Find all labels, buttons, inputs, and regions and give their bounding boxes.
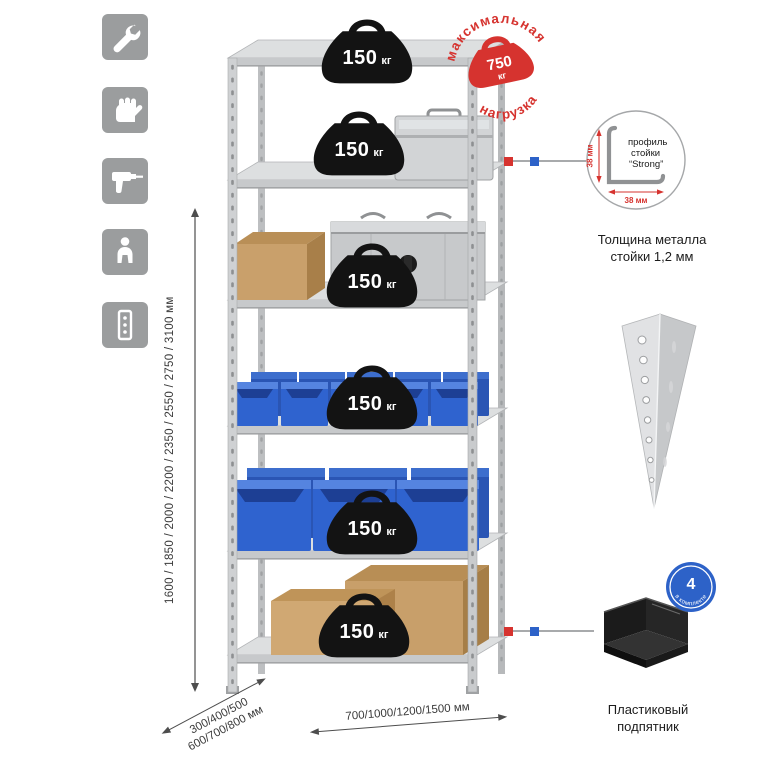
load-unit: кг	[381, 55, 392, 67]
marker-red-top	[504, 157, 513, 166]
badge-value: 4	[687, 576, 696, 593]
feature-tile-wrench	[102, 14, 148, 60]
width-dimension-label: 700/1000/1200/1500 мм	[307, 698, 508, 737]
load-unit: кг	[386, 279, 397, 291]
quantity-badge: 4 в комплекте	[666, 562, 716, 612]
profile-callout: 38 мм 38 мм профиль стойки “Strong”	[586, 110, 686, 210]
thickness-caption: Толщина металла стойки 1,2 мм	[566, 232, 738, 266]
callout-line-top	[512, 160, 586, 162]
stamp-kettlebell-icon	[468, 36, 534, 89]
load-unit: кг	[378, 629, 389, 641]
foot-caption-line1: Пластиковый	[607, 702, 689, 717]
profile-dim-horizontal: 38 мм	[625, 196, 648, 205]
profile-dimension-lines	[596, 129, 664, 195]
load-value: 150	[342, 47, 378, 69]
person-icon	[117, 237, 133, 263]
wrench-icon	[113, 24, 141, 53]
post-holes	[637, 335, 655, 483]
foot-caption-line2: подпятник	[617, 718, 679, 734]
plastic-foot-image	[603, 597, 689, 668]
load-value: 150	[347, 393, 383, 415]
profile-label-2: стойки	[631, 148, 660, 159]
load-value: 150	[334, 139, 370, 161]
rack-back-posts	[258, 40, 505, 674]
drill-icon	[112, 172, 143, 194]
height-dimension-line	[191, 208, 199, 692]
kettlebell-icon	[313, 111, 405, 176]
profile-label-3: “Strong”	[629, 159, 663, 170]
feature-tile-person	[102, 229, 148, 275]
max-load-stamp: максимальная нагрузка 750 кг	[426, 0, 573, 140]
profile-drawing-icon	[606, 125, 666, 185]
kettlebell-icon	[326, 490, 418, 555]
stamp-value: 750	[485, 53, 513, 75]
rack-front-posts	[226, 57, 479, 694]
height-dimension-label: 1600 / 1850 / 2000 / 2200 / 2350 / 2550 …	[164, 296, 176, 604]
profile-label-1: профиль	[628, 137, 667, 148]
width-dimension-line	[309, 714, 508, 735]
load-value: 150	[347, 518, 383, 540]
feature-tile-gloves	[102, 87, 148, 133]
post-slots	[663, 341, 676, 467]
kettlebell-icon	[318, 593, 410, 658]
stamp-graphic: максимальная нагрузка 750 кг	[435, 1, 551, 128]
feature-tile-post	[102, 302, 148, 348]
depth-dimension-label: 300/400/500 600/700/800 мм	[149, 667, 291, 765]
marker-blue-bottom	[530, 627, 539, 636]
svg-text:нагрузка: нагрузка	[475, 90, 543, 128]
kettlebell-icon	[326, 365, 418, 430]
kettlebell-icon	[326, 243, 418, 308]
thickness-caption-line1: Толщина металла	[597, 232, 707, 247]
marker-blue-top	[530, 157, 539, 166]
stamp-text-bottom: нагрузка	[475, 90, 543, 128]
angle-post-image	[621, 313, 697, 509]
load-unit: кг	[386, 526, 397, 538]
stamp-unit: кг	[497, 70, 507, 82]
load-value: 150	[347, 271, 383, 293]
profile-dim-vertical: 38 мм	[586, 144, 595, 167]
callout-line-bottom	[512, 630, 594, 632]
kettlebell-icon	[321, 19, 413, 84]
cardboard-box-small	[235, 232, 325, 300]
load-unit: кг	[386, 401, 397, 413]
foot-caption: Пластиковый подпятник	[578, 702, 718, 736]
load-unit: кг	[373, 147, 384, 159]
marker-red-bottom	[504, 627, 513, 636]
glove-icon	[116, 97, 143, 122]
post-profile-icon	[117, 309, 133, 341]
load-value: 150	[339, 621, 375, 643]
feature-tile-drill	[102, 158, 148, 204]
thickness-caption-line2: стойки 1,2 мм	[610, 248, 694, 264]
depth-dimension-line	[161, 678, 266, 734]
